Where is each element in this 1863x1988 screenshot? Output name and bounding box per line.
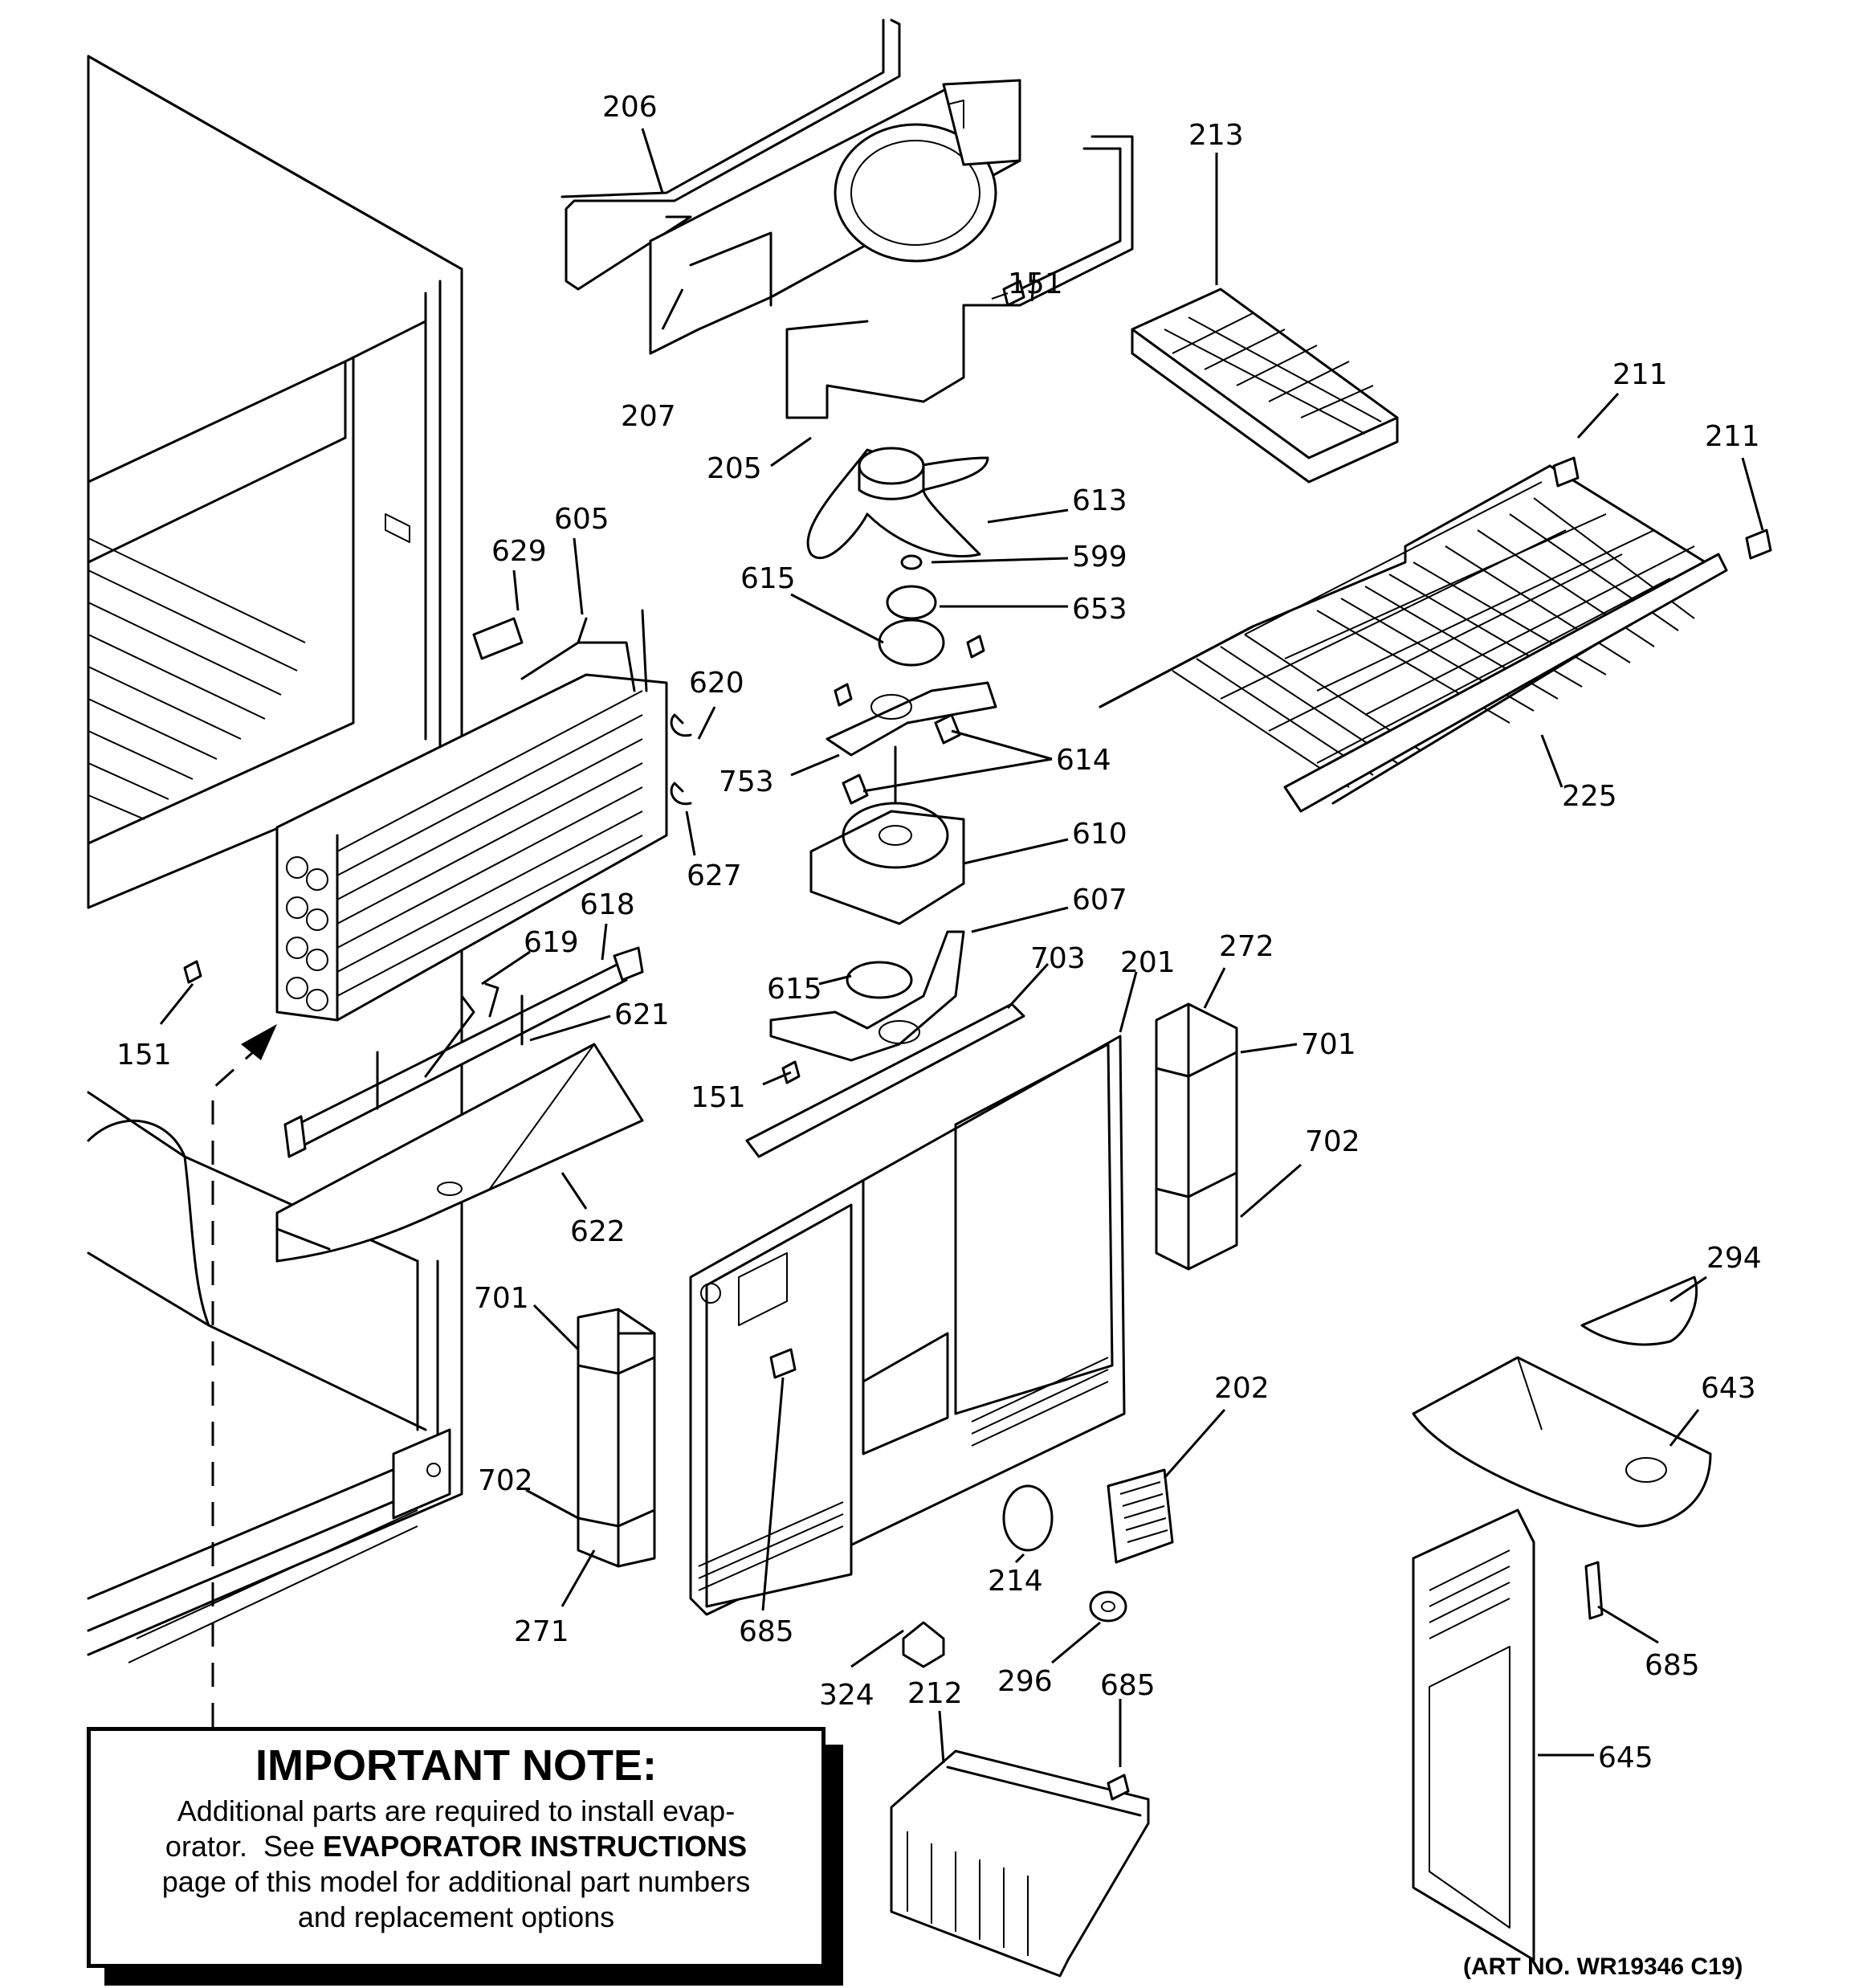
air-duct-272 bbox=[1155, 1002, 1238, 1271]
label-271: 271 bbox=[514, 1615, 569, 1648]
label-294: 294 bbox=[1706, 1242, 1762, 1275]
label-214: 214 bbox=[988, 1565, 1043, 1598]
label-605: 605 bbox=[554, 503, 609, 536]
evaporator-coil bbox=[275, 609, 692, 1022]
label-225: 225 bbox=[1562, 780, 1617, 813]
assembly-arrow bbox=[241, 1024, 277, 1060]
note-line-2-emphasis: EVAPORATOR INSTRUCTIONS bbox=[323, 1830, 748, 1863]
label-607: 607 bbox=[1072, 884, 1127, 916]
label-615a: 615 bbox=[740, 562, 796, 595]
label-702a: 702 bbox=[1305, 1125, 1360, 1158]
label-205: 205 bbox=[707, 452, 762, 485]
evaporator-cover-201 bbox=[689, 1002, 1126, 1616]
art-number: (ART NO. WR19346 C19) bbox=[1463, 1953, 1743, 1980]
shelf-wires bbox=[1172, 481, 1695, 788]
air-duct-271 bbox=[577, 1308, 656, 1568]
fan-housing-assembly bbox=[561, 18, 1134, 419]
label-620: 620 bbox=[689, 667, 744, 700]
label-324: 324 bbox=[819, 1679, 874, 1712]
label-212: 212 bbox=[907, 1677, 963, 1710]
label-701a: 701 bbox=[1301, 1028, 1356, 1061]
ice-tray bbox=[1131, 288, 1399, 484]
light-housing-assembly bbox=[1412, 1276, 1712, 1961]
label-207: 207 bbox=[621, 400, 676, 433]
label-151c: 151 bbox=[691, 1081, 746, 1114]
label-613: 613 bbox=[1072, 484, 1127, 517]
label-629: 629 bbox=[491, 535, 547, 568]
label-272: 272 bbox=[1219, 930, 1274, 963]
label-645: 645 bbox=[1598, 1741, 1653, 1774]
label-622: 622 bbox=[570, 1215, 626, 1248]
label-615b: 615 bbox=[767, 973, 822, 1006]
wire-shelf bbox=[1099, 456, 1772, 813]
label-701b: 701 bbox=[474, 1282, 529, 1315]
vent-slots bbox=[698, 1357, 1109, 1591]
label-703: 703 bbox=[1030, 942, 1086, 975]
label-685b: 685 bbox=[1645, 1649, 1700, 1682]
note-line-4: and replacement options bbox=[297, 1900, 615, 1933]
label-627: 627 bbox=[687, 859, 742, 892]
shelf-ribs bbox=[88, 537, 306, 820]
label-614: 614 bbox=[1056, 744, 1111, 777]
cover-212 bbox=[890, 1749, 1150, 1978]
label-610: 610 bbox=[1072, 818, 1127, 851]
important-note-title: IMPORTANT NOTE: bbox=[255, 1741, 657, 1790]
label-653: 653 bbox=[1072, 593, 1127, 626]
label-685c: 685 bbox=[1100, 1669, 1156, 1702]
important-note-body: Additional parts are required to install… bbox=[91, 1794, 821, 1935]
important-note-box: IMPORTANT NOTE: Additional parts are req… bbox=[87, 1727, 826, 1968]
note-line-2: orator. See EVAPORATOR INSTRUCTIONS bbox=[107, 1829, 805, 1864]
label-211b: 211 bbox=[1705, 420, 1760, 453]
label-619: 619 bbox=[524, 926, 579, 959]
freezer-cabinet bbox=[87, 55, 463, 1727]
evaporator-fan-motor-assembly bbox=[183, 447, 997, 1084]
label-151b: 151 bbox=[116, 1039, 172, 1072]
knob-324 bbox=[902, 1621, 945, 1668]
label-621: 621 bbox=[614, 998, 670, 1031]
label-211a: 211 bbox=[1612, 358, 1668, 391]
grille-202 bbox=[1107, 1468, 1174, 1564]
label-296: 296 bbox=[997, 1665, 1053, 1698]
label-702b: 702 bbox=[478, 1464, 533, 1497]
cap-214 bbox=[1002, 1484, 1054, 1552]
leader-lines bbox=[159, 128, 1764, 1767]
label-202: 202 bbox=[1214, 1372, 1270, 1405]
label-201: 201 bbox=[1120, 946, 1176, 979]
note-line-3: page of this model for additional part n… bbox=[161, 1865, 751, 1898]
label-599: 599 bbox=[1072, 541, 1127, 574]
label-753: 753 bbox=[719, 765, 774, 798]
part-number-labels: 206 207 205 151 213 211 211 613 599 653 … bbox=[116, 91, 1762, 1774]
label-151a: 151 bbox=[1008, 267, 1063, 300]
drain-trough bbox=[275, 1043, 644, 1263]
note-line-2-text: orator. See bbox=[165, 1830, 324, 1863]
label-618: 618 bbox=[580, 888, 635, 921]
bushing-296 bbox=[1089, 1590, 1127, 1623]
label-685a: 685 bbox=[739, 1615, 794, 1648]
label-206: 206 bbox=[602, 91, 658, 124]
label-213: 213 bbox=[1188, 119, 1244, 152]
defrost-heater bbox=[283, 946, 644, 1158]
assembly-dashed-line bbox=[211, 1051, 255, 1727]
label-643: 643 bbox=[1701, 1372, 1756, 1405]
note-line-1: Additional parts are required to install… bbox=[177, 1794, 736, 1827]
